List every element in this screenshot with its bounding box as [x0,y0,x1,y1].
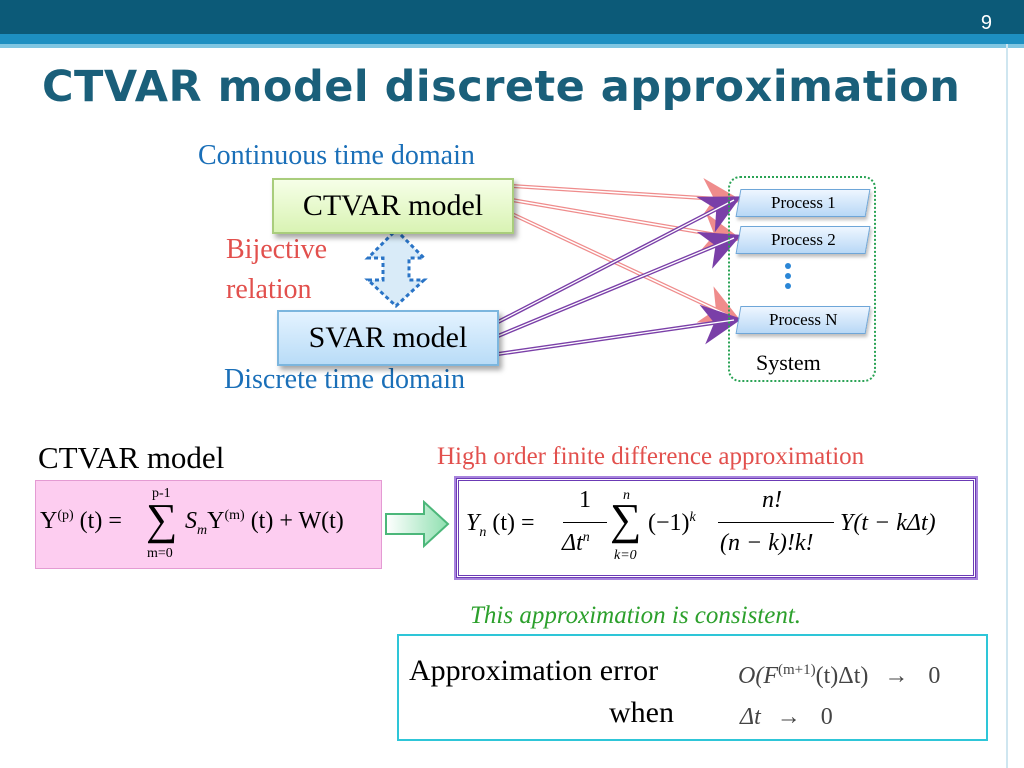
error-formula: O(F(m+1)(t)Δt) → 0 [738,662,940,690]
approx-sum-upper-text: n [623,488,630,503]
header-bar [0,0,1024,34]
limit-formula: Δt → 0 [740,704,833,731]
discrete-time-label: Discrete time domain [224,364,466,395]
slide-title: CTVAR model discrete approximation [42,62,961,112]
approx-frac1-den: Δtn [562,530,590,557]
ctvar-lhs-sup: (p) [57,508,74,523]
process-n-label: Process N [768,310,838,329]
approx-frac2-num: n! [762,487,782,514]
approx-frac1-den-text: Δt [562,530,583,556]
approximation-error-box [397,634,988,741]
when-label: when [609,696,674,729]
error-formula-head: O(F [738,663,778,689]
header-stripe [0,34,1024,44]
approx-frac1-num: 1 [579,487,591,513]
ctvar-coef-sub: m [197,522,208,538]
approx-lhs: Yn (t) = [466,510,535,541]
process-1-box: Process 1 [735,189,871,217]
error-formula-tail: (t)Δt) [815,663,869,689]
approx-tail-text: Y(t − kΔt) [840,510,936,536]
discrete-arrows [497,196,742,356]
right-divider [1006,44,1008,768]
ctvar-model-box: CTVAR model [272,178,514,234]
ctvar-term-arg: (t) + W(t) [250,508,344,534]
error-zero: 0 [928,663,941,689]
process-n-box: Process N [735,306,871,334]
ctvar-rhs: SmY(m) (t) + W(t) [185,508,344,539]
bijective-double-arrow [364,227,428,309]
approximation-equation-box [456,478,976,578]
approx-sign-sup: k [689,510,696,525]
approx-frac2-den: (n − k)!k! [720,530,813,557]
system-container [728,176,876,382]
ctvar-equation-label: CTVAR model [38,440,225,475]
approx-frac2-den-text: (n − k)!k! [720,530,814,556]
approx-sign-text: (−1) [648,510,690,536]
approx-frac1-den-sup: n [582,530,590,545]
approx-sigma: ∑ [610,495,642,544]
error-arrow: → [884,663,909,689]
ctvar-sigma: ∑ [146,495,178,544]
ctvar-lhs: Y [40,508,58,534]
error-formula-sup: (m+1) [777,662,816,678]
bijective-line-2: relation [226,274,312,305]
limit-zero: 0 [820,704,833,730]
process-2-label: Process 2 [770,230,836,249]
approx-lhs-arg: (t) = [492,510,535,536]
ctvar-coef: S [185,508,197,534]
ctvar-sum-lower: m=0 [147,546,173,561]
page-number: 9 [980,12,992,34]
continuous-time-label: Continuous time domain [198,140,475,171]
process-ellipsis [785,263,791,289]
approx-lhs-y: Y [466,510,480,536]
implies-arrow-icon [385,500,450,549]
ctvar-term-sup: (m) [224,508,245,523]
approx-frac2-num-text: n! [762,487,782,513]
ctvar-lhs-arg: (t) = [79,508,122,534]
approximation-error-label: Approximation error [409,654,659,687]
ctvar-equation: Y(p) (t) = [40,508,122,535]
bijective-line-1: Bijective [226,234,328,265]
approx-sum-lower: k=0 [614,548,637,564]
approx-frac1-bar [563,522,607,523]
process-2-box: Process 2 [735,226,871,254]
limit-var: Δt [740,704,761,730]
system-label: System [756,350,821,375]
ctvar-term: Y [207,508,225,534]
approx-sum-upper: n [623,488,630,504]
consistency-note: This approximation is consistent. [470,602,802,629]
limit-arrow: → [776,704,801,730]
approx-sum-lower-text: k=0 [614,548,637,563]
svar-model-box: SVAR model [277,310,499,366]
approx-frac2-bar [718,522,834,523]
approximation-label: High order finite difference approximati… [437,443,865,470]
approx-tail: Y(t − kΔt) [840,510,936,537]
process-1-label: Process 1 [770,193,836,212]
approx-sign-term: (−1)k [648,510,696,537]
ctvar-sum-upper: p-1 [152,486,171,501]
ctvar-equation-box [35,480,382,569]
bijective-label: Bijective relation [226,230,327,310]
header-stripe-light [0,44,1024,48]
approx-lhs-sub: n [479,524,487,540]
